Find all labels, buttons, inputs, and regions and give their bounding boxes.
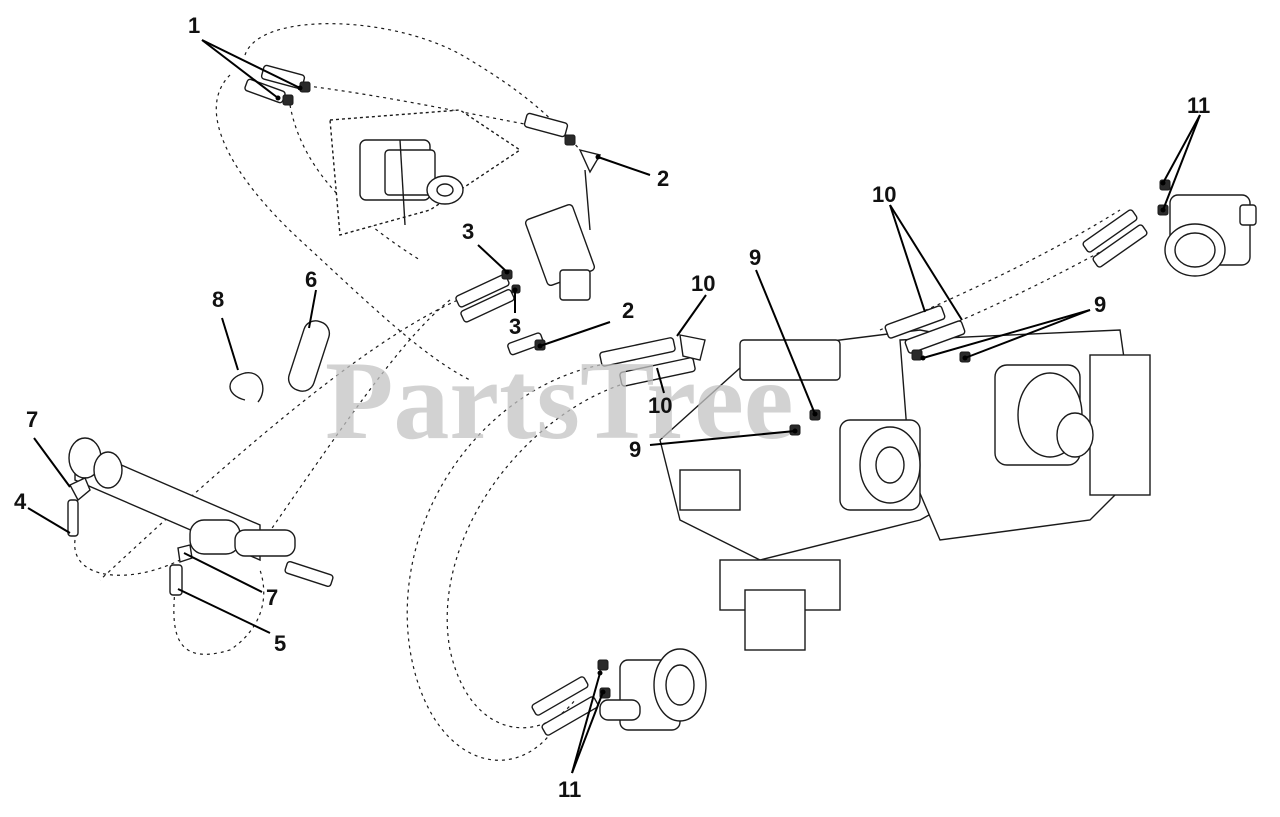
- leader-lines: [27, 39, 1201, 774]
- callout-4: 4: [14, 489, 27, 514]
- callout-3-bottom: 3: [509, 314, 521, 339]
- callout-10-lower: 10: [648, 393, 672, 418]
- hose-diagonal-2: [249, 299, 451, 561]
- hose-clamp: [229, 372, 264, 403]
- hose-routings: [74, 23, 1141, 761]
- wheel-motor-right: [1164, 194, 1257, 277]
- fittings-mid: [455, 269, 546, 356]
- callout-6: 6: [305, 267, 317, 292]
- hose-lower-loop-outer: [406, 364, 601, 761]
- hose-left-inner: [289, 104, 421, 261]
- control-valve: [524, 169, 596, 301]
- pump-assembly-top: [329, 109, 522, 236]
- callout-2-top: 2: [657, 166, 669, 191]
- hose-lower-loop-inner: [446, 384, 621, 729]
- hose-sleeve: [287, 320, 331, 392]
- steering-cylinder: [68, 437, 334, 588]
- hose-right-lower: [899, 229, 1141, 346]
- hose-left-loop: [215, 74, 471, 381]
- callout-7-lower: 7: [266, 585, 278, 610]
- callout-5: 5: [274, 631, 286, 656]
- hose-top-loop-inner: [299, 84, 531, 126]
- callout-7-left: 7: [26, 407, 38, 432]
- leader-arrowheads: [275, 85, 1166, 695]
- callout-9-right: 9: [1094, 292, 1106, 317]
- callout-9-top: 9: [749, 245, 761, 270]
- callout-10-top: 10: [691, 271, 715, 296]
- fittings-right: [884, 179, 1171, 363]
- watermark-text: PartsTree: [325, 339, 794, 463]
- hydro-pump-right: [994, 364, 1094, 466]
- wheel-motor-center: [839, 419, 921, 511]
- callout-3-top: 3: [462, 219, 474, 244]
- callout-1: 1: [188, 13, 200, 38]
- callout-10-right: 10: [872, 182, 896, 207]
- callout-11-right: 11: [1187, 93, 1210, 118]
- hose-top-loop: [244, 23, 581, 151]
- hose-diagonal-1: [99, 294, 471, 581]
- parts: [67, 64, 1257, 736]
- hose-left-return: [74, 539, 181, 576]
- callout-11-bottom: 11: [558, 777, 581, 802]
- callout-8: 8: [212, 287, 224, 312]
- wheel-motor-bottom: [531, 648, 707, 736]
- callout-2-mid: 2: [622, 298, 634, 323]
- callout-9-left: 9: [629, 437, 641, 462]
- hose-lower-left: [173, 569, 265, 655]
- callout-labels: 1 2 2 3 3 4 5 6 7 7 8 9 9 9 10 10 10 11 …: [14, 13, 1210, 802]
